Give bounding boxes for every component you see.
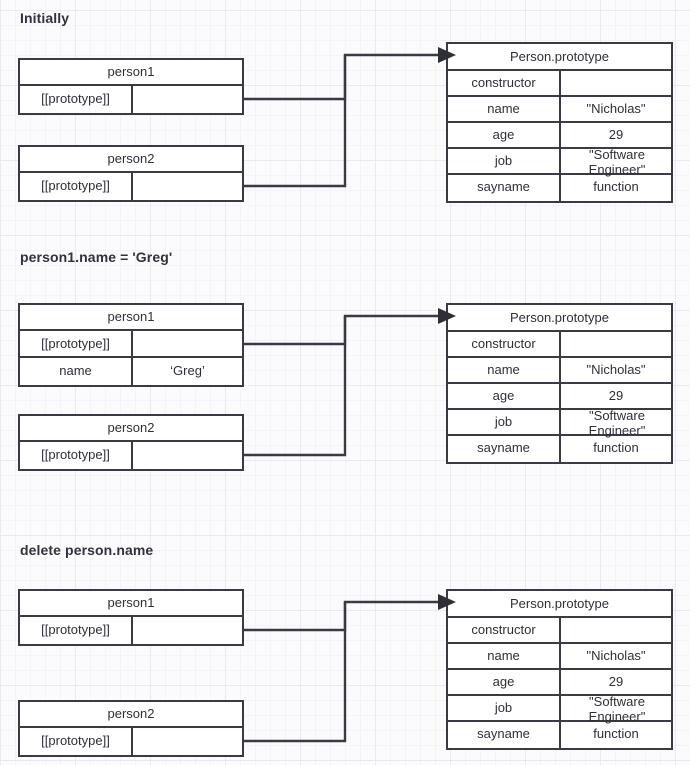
prototype-row: age 29: [448, 670, 671, 696]
prototype-row-key: name: [448, 97, 561, 121]
object-row-key: [[prototype]]: [20, 728, 133, 755]
object-row: [[prototype]]: [20, 728, 242, 755]
prototype-row-value: [561, 71, 671, 95]
prototype-row: job "Software Engineer": [448, 408, 671, 438]
object-row-value: ‘Greg’: [170, 363, 205, 378]
section-heading-assign-name: person1.name = 'Greg': [20, 249, 173, 265]
prototype-row-key: sayname: [448, 722, 561, 748]
prototype-row-value: function: [593, 179, 639, 194]
object-row-key: [[prototype]]: [20, 173, 133, 200]
prototype-row-value: [561, 618, 671, 642]
connector-person1-to-prototype-delete: [244, 600, 438, 632]
prototype-row-key: constructor: [448, 71, 561, 95]
prototype-row-key: job: [448, 149, 561, 173]
prototype-row: constructor: [448, 618, 671, 644]
object-row: [[prototype]]: [20, 86, 242, 113]
prototype-row-value: function: [593, 726, 639, 741]
object-box-person2-initially[interactable]: person2 [[prototype]]: [18, 145, 244, 202]
prototype-row: constructor: [448, 71, 671, 97]
object-row-key: [[prototype]]: [20, 617, 133, 644]
prototype-row: job "Software Engineer": [448, 147, 671, 177]
prototype-row-key: age: [448, 384, 561, 408]
object-row-value: [133, 331, 242, 356]
prototype-row: name "Nicholas": [448, 97, 671, 123]
prototype-row-value: "Software Engineer": [588, 147, 646, 177]
prototype-row: sayname function: [448, 436, 671, 462]
prototype-row-value: 29: [608, 388, 624, 403]
prototype-box-assign[interactable]: Person.prototype constructor name "Nicho…: [446, 303, 673, 464]
connector-person2-to-prototype-initially: [244, 55, 347, 188]
section-heading-delete-name: delete person.name: [20, 542, 154, 558]
object-row-value: [133, 86, 242, 113]
prototype-row-key: age: [448, 670, 561, 694]
object-row-value: [133, 173, 242, 200]
object-box-person1-assign[interactable]: person1 [[prototype]] name ‘Greg’: [18, 303, 244, 387]
object-row-key: [[prototype]]: [20, 86, 133, 113]
prototype-row-key: name: [448, 644, 561, 668]
prototype-row: sayname function: [448, 722, 671, 748]
prototype-row-value: "Software Engineer": [588, 408, 646, 438]
object-title: person2: [20, 147, 242, 173]
prototype-row-value: "Nicholas": [586, 101, 646, 116]
prototype-row-key: sayname: [448, 175, 561, 201]
object-row-key: [[prototype]]: [20, 442, 133, 469]
prototype-box-delete[interactable]: Person.prototype constructor name "Nicho…: [446, 589, 673, 750]
object-row-key: [[prototype]]: [20, 331, 133, 356]
prototype-box-initially[interactable]: Person.prototype constructor name "Nicho…: [446, 42, 673, 203]
connector-person2-to-prototype-delete: [244, 602, 347, 743]
prototype-row-value: 29: [608, 127, 624, 142]
object-row-value: [133, 617, 242, 644]
prototype-row-key: age: [448, 123, 561, 147]
object-row: [[prototype]]: [20, 617, 242, 644]
object-row: [[prototype]]: [20, 442, 242, 469]
object-row: [[prototype]]: [20, 331, 242, 358]
prototype-row: name "Nicholas": [448, 644, 671, 670]
prototype-row-key: job: [448, 410, 561, 434]
prototype-row-key: name: [448, 358, 561, 382]
prototype-row-value: 29: [608, 674, 624, 689]
prototype-row-key: constructor: [448, 618, 561, 642]
prototype-row: name "Nicholas": [448, 358, 671, 384]
connector-person2-to-prototype-assign: [244, 316, 347, 457]
prototype-row-value: "Nicholas": [586, 648, 646, 663]
object-row-value: [133, 442, 242, 469]
prototype-row: age 29: [448, 384, 671, 410]
object-title: person2: [20, 702, 242, 728]
connector-person1-to-prototype-assign: [244, 314, 438, 346]
prototype-row-value: [561, 332, 671, 356]
prototype-row: constructor: [448, 332, 671, 358]
prototype-row: sayname function: [448, 175, 671, 201]
object-title: person2: [20, 416, 242, 442]
object-row: name ‘Greg’: [20, 358, 242, 385]
connector-person1-to-prototype-initially: [244, 53, 438, 101]
prototype-row-key: job: [448, 696, 561, 720]
object-box-person2-delete[interactable]: person2 [[prototype]]: [18, 700, 244, 757]
prototype-title: Person.prototype: [448, 44, 671, 71]
prototype-row: job "Software Engineer": [448, 694, 671, 724]
object-box-person1-initially[interactable]: person1 [[prototype]]: [18, 58, 244, 115]
prototype-title: Person.prototype: [448, 591, 671, 618]
object-box-person1-delete[interactable]: person1 [[prototype]]: [18, 589, 244, 646]
prototype-row-value: "Software Engineer": [588, 694, 646, 724]
object-box-person2-assign[interactable]: person2 [[prototype]]: [18, 414, 244, 471]
object-row: [[prototype]]: [20, 173, 242, 200]
object-row-value: [133, 728, 242, 755]
object-title: person1: [20, 591, 242, 617]
object-title: person1: [20, 60, 242, 86]
object-row-key: name: [20, 358, 133, 385]
prototype-row-key: constructor: [448, 332, 561, 356]
prototype-title: Person.prototype: [448, 305, 671, 332]
prototype-row-key: sayname: [448, 436, 561, 462]
prototype-row: age 29: [448, 123, 671, 149]
object-title: person1: [20, 305, 242, 331]
prototype-row-value: function: [593, 440, 639, 455]
section-heading-initially: Initially: [20, 10, 70, 26]
prototype-row-value: "Nicholas": [586, 362, 646, 377]
